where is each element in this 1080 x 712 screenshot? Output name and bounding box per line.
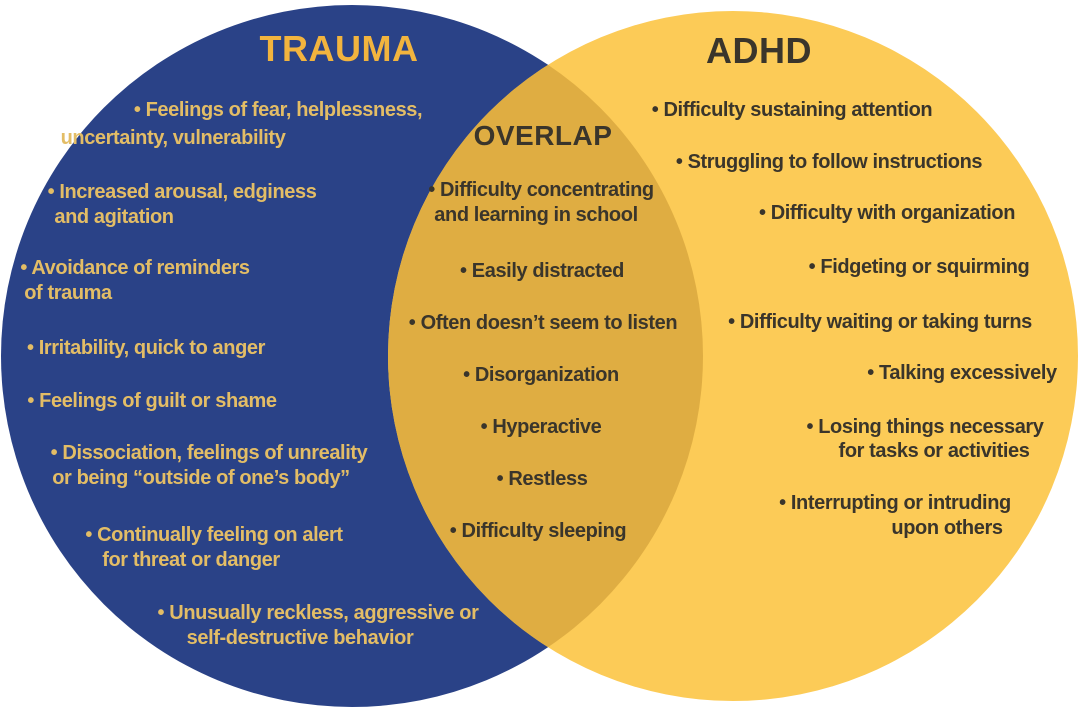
trauma-item-5-line-0: • Dissociation, feelings of unreality bbox=[50, 442, 368, 464]
trauma-item-7-line-1: self-destructive behavior bbox=[186, 627, 414, 649]
trauma-item-2-line-1: of trauma bbox=[24, 282, 112, 304]
overlap-item-6-line-0: • Difficulty sleeping bbox=[449, 520, 627, 542]
adhd-item-2-line-0: • Difficulty with organization bbox=[758, 202, 1016, 224]
adhd-item-5-line-0: • Talking excessively bbox=[867, 362, 1057, 384]
trauma-item-3-line-0: • Irritability, quick to anger bbox=[26, 337, 266, 359]
adhd-item-1-line-0: • Struggling to follow instructions bbox=[675, 151, 983, 173]
adhd-item-6-line-0: • Losing things necessary bbox=[806, 416, 1044, 438]
overlap-item-3-line-0: • Disorganization bbox=[463, 364, 619, 386]
trauma-title: TRAUMA bbox=[259, 28, 419, 69]
trauma-item-6-line-0: • Continually feeling on alert bbox=[85, 524, 343, 546]
trauma-item-5-line-1: or being “outside of one’s body” bbox=[52, 467, 350, 489]
trauma-item-4-line-0: • Feelings of guilt or shame bbox=[27, 390, 277, 412]
trauma-item-0-line-1: uncertainty, vulnerability bbox=[60, 127, 286, 149]
trauma-item-0-line-0: • Feelings of fear, helplessness, bbox=[133, 99, 423, 121]
overlap-title: OVERLAP bbox=[473, 120, 613, 151]
overlap-item-2-line-0: • Often doesn’t seem to listen bbox=[408, 312, 678, 334]
overlap-item-0-line-1: and learning in school bbox=[434, 204, 638, 226]
overlap-item-0-line-0: • Difficulty concentrating bbox=[428, 179, 654, 201]
trauma-item-7-line-0: • Unusually reckless, aggressive or bbox=[157, 602, 479, 624]
adhd-item-7-line-0: • Interrupting or intruding bbox=[779, 492, 1011, 514]
adhd-title: ADHD bbox=[706, 30, 812, 71]
overlap-item-4-line-0: • Hyperactive bbox=[480, 416, 602, 438]
overlap-item-1-line-0: • Easily distracted bbox=[460, 260, 624, 282]
overlap-item-5-line-0: • Restless bbox=[496, 468, 588, 490]
adhd-item-4-line-0: • Difficulty waiting or taking turns bbox=[728, 311, 1032, 333]
trauma-item-1-line-0: • Increased arousal, edginess bbox=[47, 181, 317, 203]
overlap-lens bbox=[388, 11, 703, 701]
trauma-item-1-line-1: and agitation bbox=[54, 206, 174, 228]
adhd-item-6-line-1: for tasks or activities bbox=[838, 440, 1030, 462]
adhd-item-7-line-1: upon others bbox=[891, 517, 1003, 539]
trauma-item-2-line-0: • Avoidance of reminders bbox=[20, 257, 250, 279]
adhd-item-3-line-0: • Fidgeting or squirming bbox=[808, 256, 1030, 278]
trauma-item-6-line-1: for threat or danger bbox=[102, 549, 280, 571]
adhd-item-0-line-0: • Difficulty sustaining attention bbox=[651, 99, 933, 121]
